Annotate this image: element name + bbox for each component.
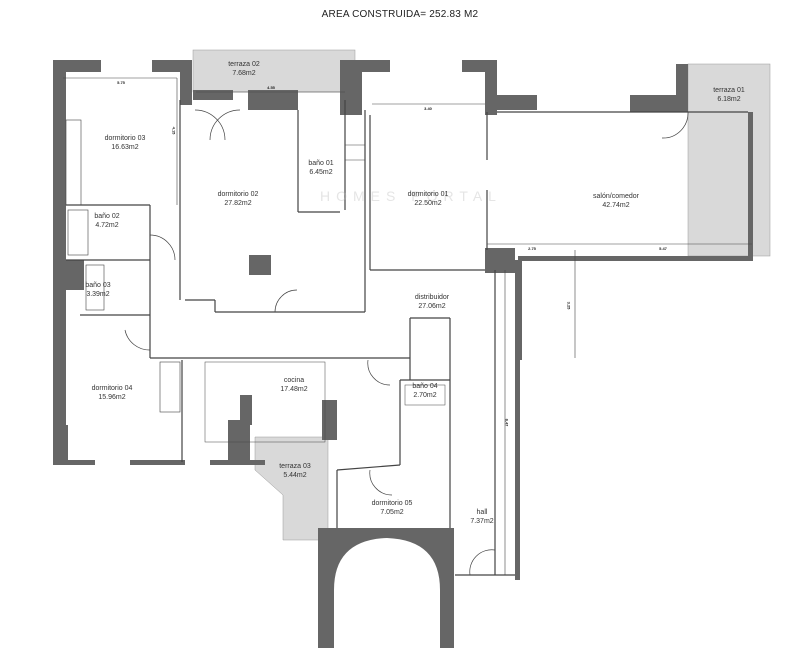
terraza-02-area bbox=[192, 49, 356, 93]
plan-title: AREA CONSTRUIDA= 252.83 M2 bbox=[321, 9, 479, 20]
terraza-03-area bbox=[254, 436, 329, 541]
room-terraza-03: terraza 03 5.44m2 bbox=[279, 462, 311, 480]
room-area: 7.05m2 bbox=[380, 509, 404, 516]
room-area: 4.72m2 bbox=[95, 222, 119, 229]
room-name: cocina bbox=[283, 377, 305, 384]
room-dormitorio-01: dormitorio 01 22.50m2 bbox=[408, 190, 449, 208]
room-name: baño 04 bbox=[412, 383, 438, 390]
room-name: dormitorio 03 bbox=[104, 135, 146, 142]
room-area: 2.70m2 bbox=[413, 392, 437, 399]
room-dormitorio-04: dormitorio 04 15.96m2 bbox=[92, 384, 133, 402]
room-area: 22.50m2 bbox=[414, 200, 442, 207]
dim-hall-vertical: 8.47 bbox=[504, 418, 510, 427]
room-bano-04: baño 04 2.70m2 bbox=[412, 382, 437, 400]
dim-terraza02-width: 4.55 bbox=[267, 85, 275, 90]
dim-salon-left: 2.75 bbox=[528, 246, 536, 251]
room-name: dormitorio 02 bbox=[217, 191, 259, 198]
room-dormitorio-02: dormitorio 02 27.82m2 bbox=[218, 190, 259, 208]
room-terraza-01: terraza 01 6.18m2 bbox=[713, 86, 745, 104]
room-area: 17.48m2 bbox=[280, 386, 308, 393]
room-bano-02: baño 02 4.72m2 bbox=[94, 212, 119, 230]
dim-d03-height: 4.15 bbox=[171, 126, 177, 135]
room-area: 6.18m2 bbox=[717, 96, 741, 103]
room-name: baño 01 bbox=[308, 160, 334, 167]
room-terraza-02: terraza 02 7.68m2 bbox=[228, 60, 260, 78]
room-dormitorio-03: dormitorio 03 16.63m2 bbox=[105, 134, 146, 152]
room-hall: hall 7.37m2 bbox=[470, 508, 493, 526]
room-area: 7.37m2 bbox=[470, 518, 494, 525]
room-name: dormitorio 01 bbox=[407, 191, 449, 198]
room-bano-01: baño 01 6.45m2 bbox=[308, 159, 333, 177]
room-area: 3.39m2 bbox=[86, 291, 110, 298]
room-area: 16.63m2 bbox=[111, 144, 139, 151]
dim-d03-width: 5.75 bbox=[117, 80, 125, 85]
room-area: 42.74m2 bbox=[602, 202, 630, 209]
room-area: 5.44m2 bbox=[283, 472, 307, 479]
room-area: 27.06m2 bbox=[418, 303, 446, 310]
room-dormitorio-05: dormitorio 05 7.05m2 bbox=[372, 499, 413, 517]
dim-d01-width: 3.40 bbox=[424, 106, 432, 111]
room-area: 27.82m2 bbox=[224, 200, 252, 207]
room-name: dormitorio 04 bbox=[91, 385, 133, 392]
room-name: terraza 01 bbox=[713, 87, 745, 94]
room-distribuidor: distribuidor 27.06m2 bbox=[415, 293, 449, 311]
room-cocina: cocina 17.48m2 bbox=[280, 376, 307, 394]
room-name: terraza 02 bbox=[228, 61, 260, 68]
dim-salon-right: 5.47 bbox=[659, 246, 667, 251]
room-bano-03: baño 03 3.39m2 bbox=[85, 281, 110, 299]
room-name: hall bbox=[476, 509, 488, 516]
dim-salon-vertical: 3.25 bbox=[566, 301, 572, 310]
terraza-01-area bbox=[687, 63, 771, 257]
room-name: baño 02 bbox=[94, 213, 120, 220]
room-name: salón/comedor bbox=[593, 193, 639, 200]
room-area: 6.45m2 bbox=[309, 169, 333, 176]
room-salon-comedor: salón/comedor 42.74m2 bbox=[593, 192, 639, 210]
room-name: terraza 03 bbox=[279, 463, 311, 470]
room-area: 15.96m2 bbox=[98, 394, 126, 401]
watermark: HOMES PORTAL bbox=[320, 188, 502, 204]
room-name: distribuidor bbox=[414, 294, 450, 301]
room-area: 7.68m2 bbox=[232, 70, 256, 77]
room-name: dormitorio 05 bbox=[371, 500, 413, 507]
room-name: baño 03 bbox=[85, 282, 111, 289]
